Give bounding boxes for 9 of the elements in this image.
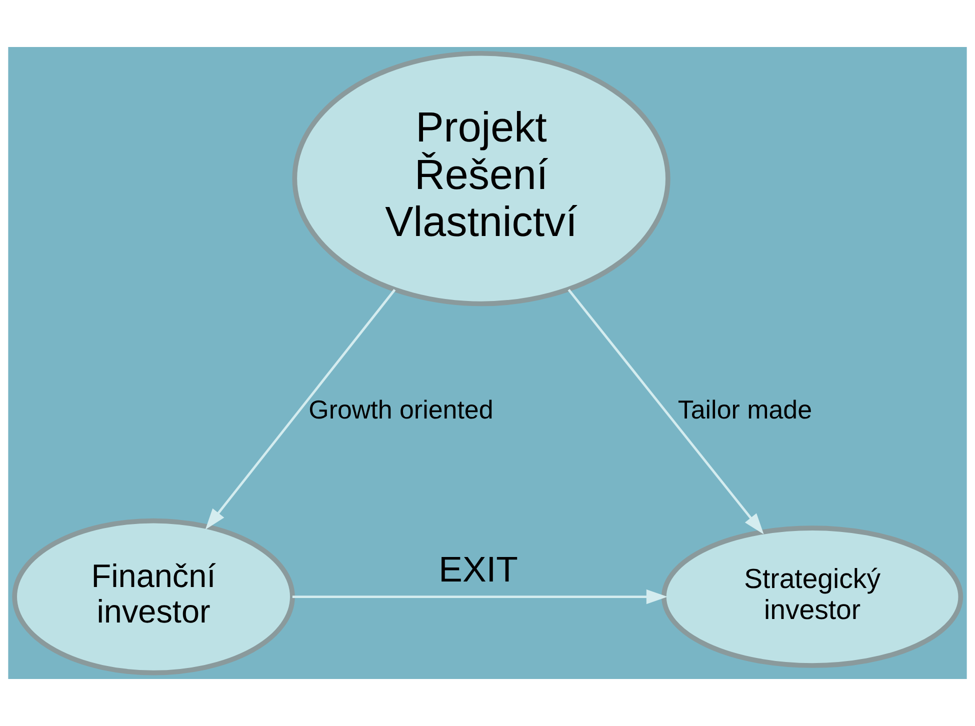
node-ellipse: Projekt Řešení Vlastnictví (292, 50, 670, 306)
edge-label: Tailor made (678, 394, 812, 424)
edge-label: Growth oriented (308, 394, 494, 424)
node-ellipse: Strategický investor (662, 526, 964, 668)
arrow (568, 289, 764, 534)
arrow (205, 289, 396, 530)
arrow (292, 589, 668, 604)
edge-label: EXIT (438, 550, 518, 590)
node-ellipse: Finanční investor (12, 518, 295, 676)
